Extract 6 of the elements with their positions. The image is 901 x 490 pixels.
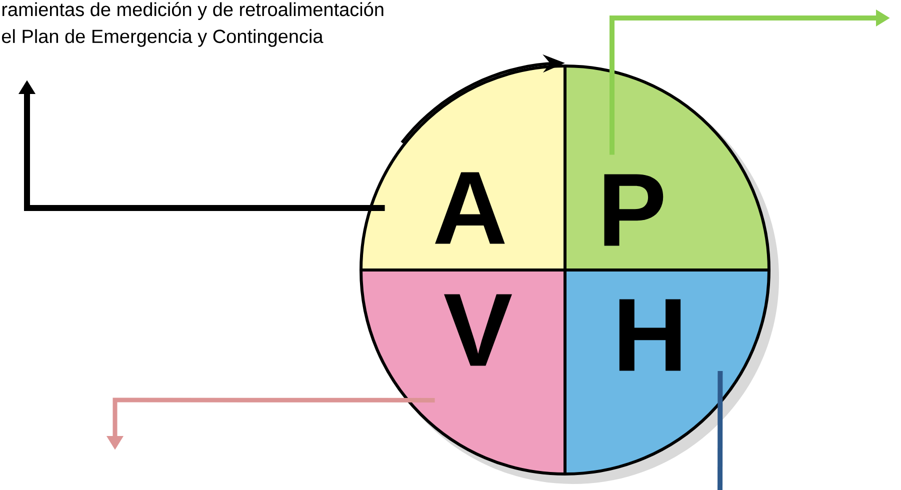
quadrant: P <box>565 66 769 270</box>
note-text: el Plan de Emergencia y Contingencia <box>2 29 324 47</box>
quadrant: A <box>361 66 565 270</box>
note-text: ramientas de medición y de retroalimentación <box>2 2 384 20</box>
quadrant: H <box>565 270 769 474</box>
quadrant: V <box>361 270 565 474</box>
